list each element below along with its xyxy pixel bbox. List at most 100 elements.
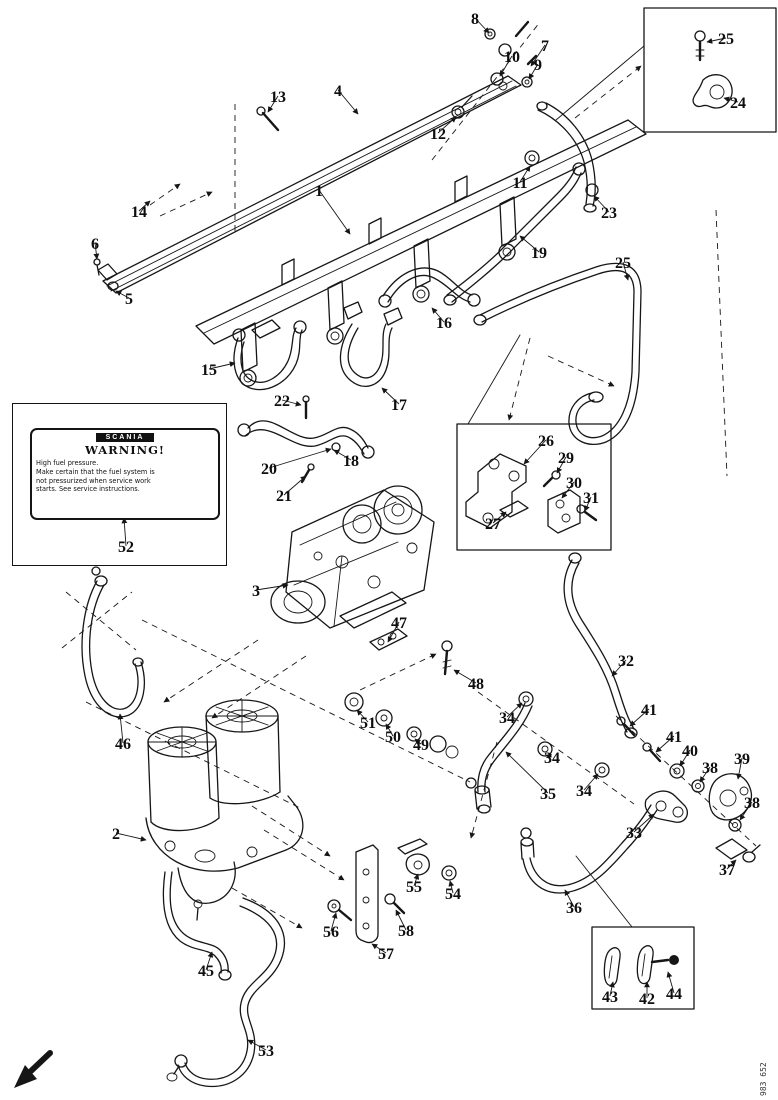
leader-line-19 (519, 235, 540, 253)
leader-line-38 (699, 766, 711, 783)
leader-line-24 (723, 96, 739, 103)
inset-clamp-detail (643, 7, 777, 133)
banjo-chain (615, 715, 761, 863)
part-label-50: 50 (385, 729, 401, 746)
feed-pipes (443, 162, 642, 446)
part-label-1: 1 (315, 183, 323, 200)
fuel-rail (93, 75, 522, 294)
leader-line-17 (381, 387, 400, 405)
leader-line-40 (679, 749, 691, 767)
part-label-38: 38 (702, 760, 718, 777)
bolt-13 (256, 106, 280, 132)
part-label-35: 35 (540, 786, 556, 803)
leader-line-43 (609, 981, 615, 997)
part-label-17: 17 (391, 397, 407, 414)
leader-line-3 (255, 582, 289, 591)
part-label-52: 52 (118, 539, 134, 556)
leader-line-50 (385, 723, 394, 737)
part-label-15: 15 (201, 362, 217, 379)
fuel-filter-assembly (145, 699, 304, 921)
part-label-46: 46 (115, 736, 131, 753)
part-label-7: 7 (541, 38, 549, 55)
part-label-34: 34 (499, 710, 515, 727)
part-label-25: 25 (615, 255, 631, 272)
part-label-34: 34 (544, 750, 560, 767)
part-label-14: 14 (131, 204, 147, 221)
part-label-37: 37 (719, 862, 735, 879)
leader-line-49 (414, 738, 422, 745)
part-label-56: 56 (323, 924, 339, 941)
part-label-54: 54 (445, 886, 461, 903)
part-label-4: 4 (334, 83, 342, 100)
leader-line-33 (633, 813, 655, 833)
part-label-26: 26 (538, 433, 554, 450)
leader-line-41 (629, 708, 650, 727)
injection-pump (270, 485, 459, 759)
part-label-36: 36 (566, 900, 582, 917)
part-label-16: 16 (436, 315, 452, 332)
part-label-29: 29 (558, 450, 574, 467)
leader-line-34 (583, 773, 599, 791)
part-label-53: 53 (258, 1043, 274, 1060)
leader-line-46 (117, 713, 124, 744)
part-label-18: 18 (343, 453, 359, 470)
leader-line-18 (333, 449, 352, 461)
leader-line-7 (530, 44, 546, 67)
filter-pipes (81, 566, 286, 1088)
part-label-10: 10 (504, 49, 520, 66)
leader-line-37 (726, 859, 737, 870)
leader-line-30 (561, 481, 575, 499)
part-label-9: 9 (534, 57, 542, 74)
leader-line-16 (431, 307, 445, 323)
leader-line-5 (115, 290, 130, 299)
part-label-20: 20 (261, 461, 277, 478)
part-label-5: 5 (125, 291, 133, 308)
leak-off-pipes (232, 267, 481, 484)
leader-line-32 (611, 659, 627, 677)
part-label-2: 2 (112, 826, 120, 843)
right-pipes (465, 552, 658, 894)
leader-line-27 (492, 511, 507, 524)
leader-line-2 (115, 832, 147, 842)
part-label-51: 51 (360, 715, 376, 732)
leader-line-39 (736, 757, 743, 780)
part-label-3: 3 (252, 583, 260, 600)
part-label-41: 41 (666, 729, 682, 746)
leader-line-1 (318, 189, 351, 235)
drawing-number: 983 652 (759, 1062, 768, 1096)
part-label-22: 22 (274, 393, 290, 410)
part-label-43: 43 (602, 989, 618, 1006)
leader-line-10 (499, 55, 513, 77)
leader-line-20 (268, 447, 332, 469)
part-label-19: 19 (531, 245, 547, 262)
leader-line-45 (205, 951, 214, 971)
leader-line-26 (523, 439, 547, 465)
leader-line-34 (545, 753, 553, 760)
part-label-39: 39 (734, 751, 750, 768)
part-label-24: 24 (730, 95, 746, 112)
part-label-12: 12 (430, 126, 446, 143)
leader-line-53 (247, 1039, 267, 1051)
leader-line-29 (556, 456, 567, 474)
part-label-48: 48 (468, 676, 484, 693)
leader-line-51 (356, 709, 369, 723)
part-label-57: 57 (378, 946, 394, 963)
leader-line-23 (593, 195, 610, 213)
part-label-38: 38 (744, 795, 760, 812)
leader-line-8 (474, 17, 490, 34)
leader-line-6 (93, 242, 100, 260)
part-label-11: 11 (512, 175, 527, 192)
inset-bracket-detail (456, 423, 612, 551)
leader-line-38 (739, 801, 753, 821)
part-label-23: 23 (601, 205, 617, 222)
top-fittings (451, 20, 599, 213)
leader-line-12 (437, 116, 457, 134)
leader-line-35 (505, 751, 549, 794)
part-label-42: 42 (639, 991, 655, 1008)
part-label-34: 34 (576, 783, 592, 800)
leader-line-34 (506, 702, 523, 718)
part-label-8: 8 (471, 11, 479, 28)
leader-line-9 (528, 63, 539, 80)
leader-line-4 (337, 89, 359, 115)
